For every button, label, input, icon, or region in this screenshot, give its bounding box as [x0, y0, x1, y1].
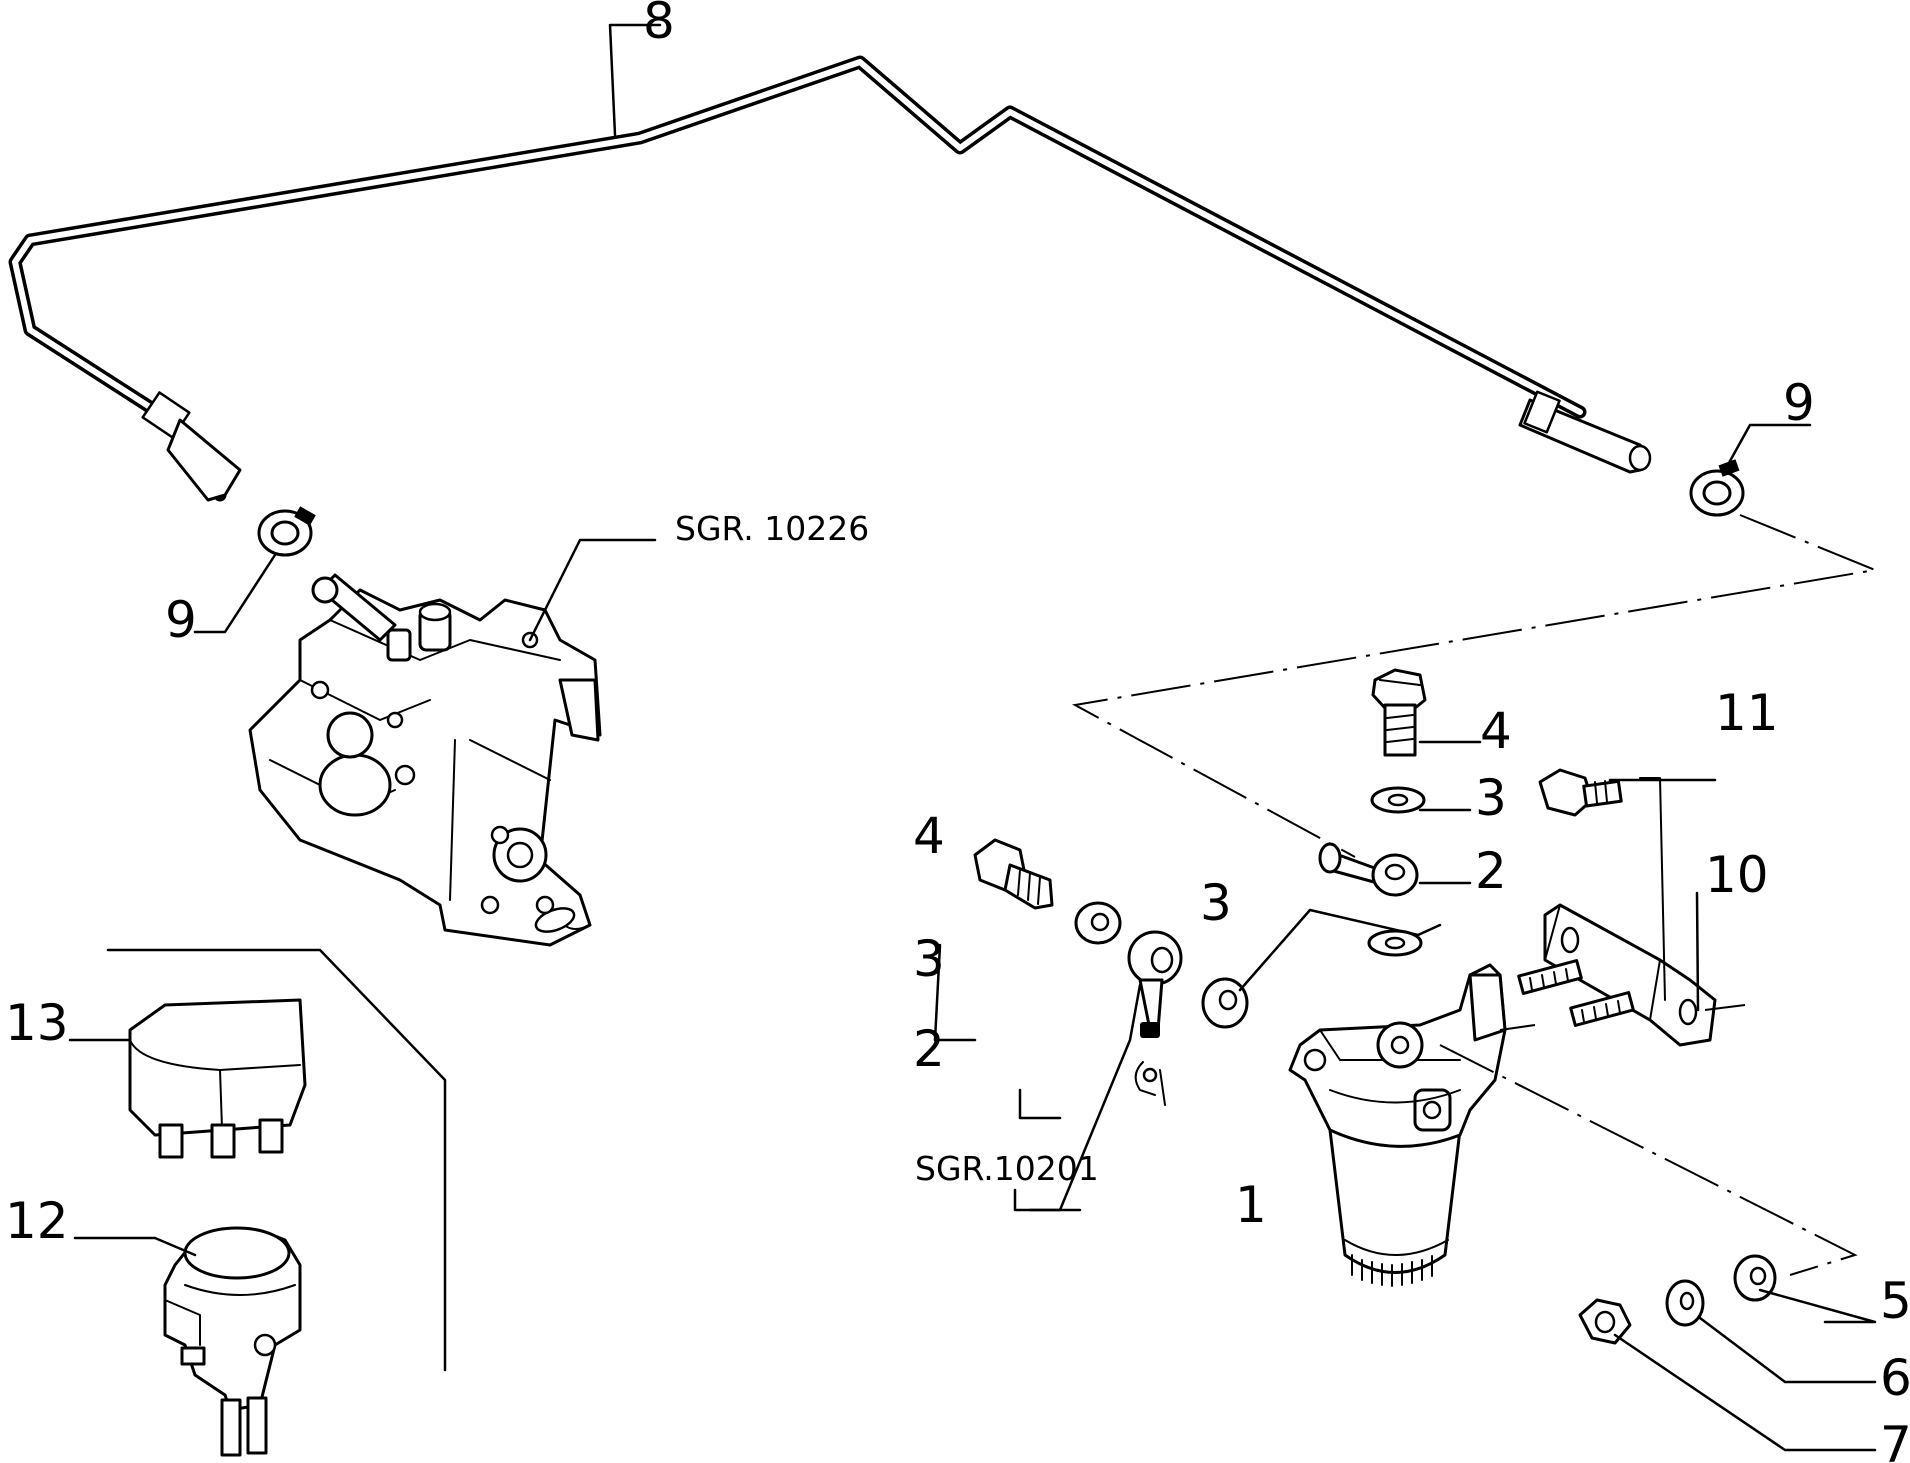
copper-washer-middle-part-3[interactable] [1201, 977, 1249, 1029]
hex-nut-part-7[interactable] [1578, 1298, 1632, 1345]
callout-8: 8 [643, 0, 675, 50]
callout-5: 5 [1880, 1272, 1910, 1330]
injection-pump-assembly[interactable] [248, 573, 602, 947]
copper-washer-top-part-3[interactable] [1370, 786, 1426, 814]
relay-part-13[interactable] [128, 998, 307, 1159]
hose-clamp-right-part-9[interactable] [1689, 459, 1745, 517]
callout-4-left: 4 [913, 807, 945, 865]
leader-lines [68, 23, 1877, 1452]
spring-washer-part-6[interactable] [1665, 1279, 1705, 1327]
callout-2-left: 2 [913, 1020, 945, 1078]
flange-screw-part-11[interactable] [1538, 768, 1623, 817]
fuel-filter-part-1[interactable] [1288, 963, 1507, 1287]
mounting-bracket-part-10[interactable] [1517, 777, 1717, 1047]
section-divider [106, 948, 447, 1372]
banjo-bolt-left-part-4[interactable] [973, 838, 1054, 910]
banjo-bolt-top-part-4[interactable] [1371, 668, 1427, 757]
assembly-line-pipe-filter [1071, 514, 1879, 858]
callout-12: 12 [5, 1192, 69, 1250]
callout-13: 13 [5, 994, 69, 1052]
switch-part-12[interactable] [163, 1226, 302, 1457]
callout-3-left: 3 [913, 930, 945, 988]
assembly-line-bracket-nut [1704, 1004, 1746, 1011]
banjo-union-left-part-2[interactable] [1127, 930, 1183, 1038]
callout-4-top: 4 [1480, 702, 1512, 760]
copper-washer-lower-part-3[interactable] [1367, 929, 1423, 957]
banjo-union-right-part-2[interactable] [1318, 842, 1419, 897]
fuel-pipe-part-8[interactable] [8, 55, 1652, 502]
callout-9-left: 9 [165, 591, 197, 649]
callout-2-right: 2 [1475, 842, 1507, 900]
assembly-line-filter-bracket [1439, 1024, 1858, 1276]
callout-10: 10 [1705, 846, 1769, 904]
callout-11: 11 [1715, 684, 1779, 742]
banjo-fitting-ref[interactable] [1134, 1061, 1166, 1106]
callout-1: 1 [1235, 1176, 1267, 1234]
callout-6: 6 [1880, 1349, 1910, 1407]
callout-3-top: 3 [1475, 769, 1507, 827]
callout-labels: 8 9 9 4 3 2 11 10 4 3 3 2 1 5 6 7 13 12 … [5, 0, 1910, 1463]
callout-9-right: 9 [1783, 374, 1815, 432]
copper-washer-left-part-3[interactable] [1074, 901, 1122, 945]
callout-3-middle: 3 [1200, 874, 1232, 932]
callout-7: 7 [1880, 1416, 1910, 1463]
washer-part-5[interactable] [1733, 1254, 1777, 1302]
reference-sgr-10201: SGR.10201 [915, 1149, 1099, 1188]
hose-clamp-left-part-9[interactable] [257, 506, 316, 557]
reference-sgr-10226: SGR. 10226 [675, 509, 869, 548]
